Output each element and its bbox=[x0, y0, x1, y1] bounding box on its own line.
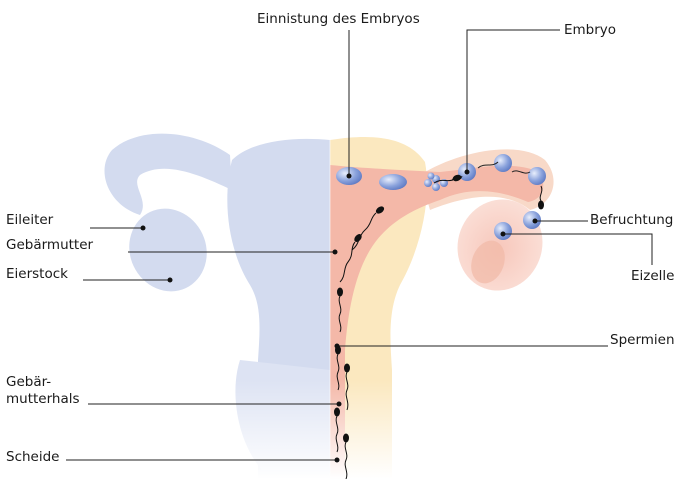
embryo-cell-6 bbox=[528, 167, 546, 185]
label-fallopian-tube: Eileiter bbox=[6, 212, 53, 228]
fertilized-cell bbox=[523, 211, 541, 229]
label-egg-cell: Eizelle bbox=[631, 268, 674, 284]
label-cervix-line1: Gebär- bbox=[6, 374, 51, 390]
label-vagina: Scheide bbox=[6, 449, 59, 465]
label-embryo: Embryo bbox=[564, 22, 616, 38]
egg-cell bbox=[494, 222, 512, 240]
label-fertilization: Befruchtung bbox=[590, 212, 673, 228]
embryo-cell-2 bbox=[379, 174, 407, 190]
label-sperm: Spermien bbox=[610, 332, 675, 348]
label-cervix-line2: mutterhals bbox=[6, 391, 80, 407]
label-uterus: Gebärmutter bbox=[6, 237, 93, 253]
label-ovary: Eierstock bbox=[6, 266, 68, 282]
label-implantation: Einnistung des Embryos bbox=[257, 11, 420, 27]
